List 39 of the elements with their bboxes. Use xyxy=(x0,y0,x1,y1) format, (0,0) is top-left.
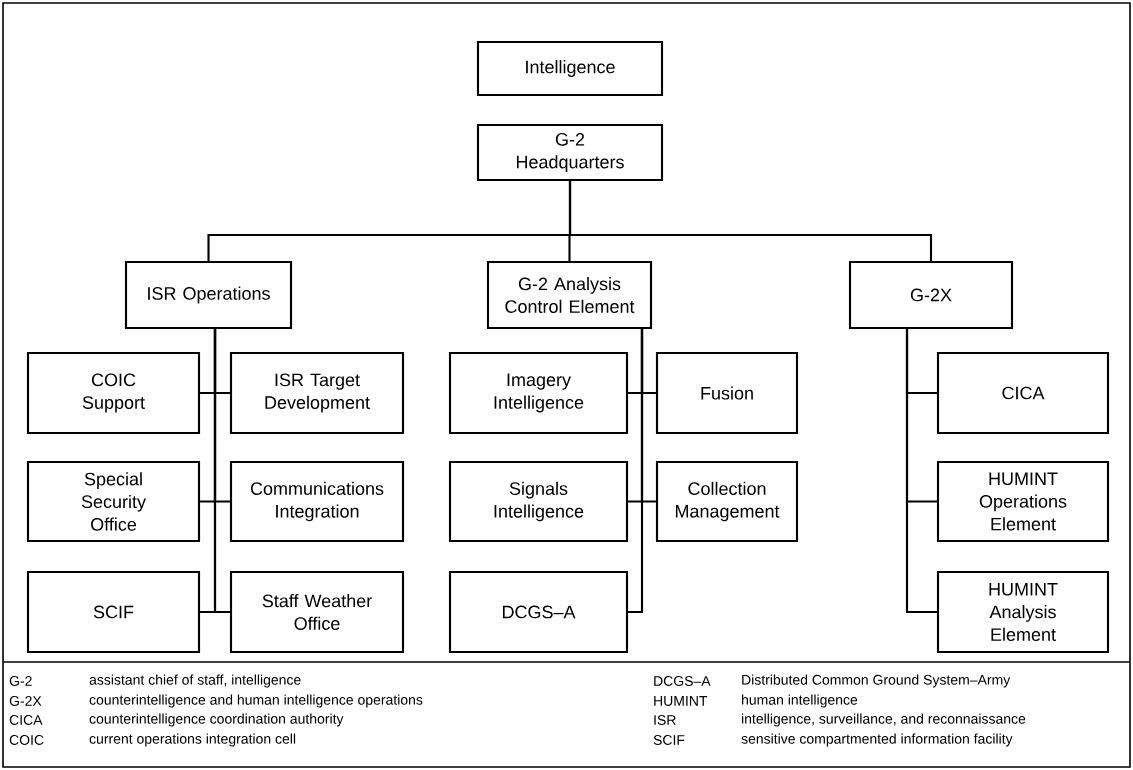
abbreviation: HUMINT xyxy=(654,696,708,706)
org-box: Fusion xyxy=(655,351,799,435)
abbreviation: G-2X xyxy=(9,696,42,706)
definition: counterintelligence and human intelligence operations xyxy=(89,694,423,708)
org-box: Staff Weather Office xyxy=(229,570,405,654)
definition: counterintelligence coordination authority xyxy=(89,713,344,727)
connector-line xyxy=(213,328,230,614)
org-box: Imagery Intelligence xyxy=(448,351,629,435)
connector-line xyxy=(628,328,644,614)
definition: human intelligence xyxy=(742,694,858,708)
org-box: SCIF xyxy=(26,570,201,654)
definition: assistant chief of staff, intelligence xyxy=(89,674,301,688)
org-box: COIC Support xyxy=(26,351,201,435)
definition: intelligence, surveillance, and reconnaissance xyxy=(742,713,1026,727)
definition: Distributed Common Ground System–Army xyxy=(742,674,1011,688)
org-box: G-2 Headquarters xyxy=(476,123,664,182)
org-box: HUMINT Operations Element xyxy=(936,460,1110,543)
definition: current operations integration cell xyxy=(89,733,296,747)
org-box: ISR Target Development xyxy=(229,351,405,435)
org-box: Signals Intelligence xyxy=(448,460,629,543)
org-box: Communications Integration xyxy=(229,460,405,543)
connector-line xyxy=(568,181,933,261)
abbreviation: G-2 xyxy=(9,676,32,686)
org-box: Collection Management xyxy=(655,460,799,543)
org-box: G-2 Analysis Control Element xyxy=(486,260,653,330)
org-box: G-2X xyxy=(848,260,1014,330)
abbreviation: CICA xyxy=(9,715,43,725)
connector-line xyxy=(905,328,937,614)
abbreviation: ISR xyxy=(654,715,676,725)
org-box: Special Security Office xyxy=(26,460,201,543)
abbreviation: COIC xyxy=(9,735,44,745)
org-box: CICA xyxy=(936,351,1110,435)
title-box: Intelligence xyxy=(476,40,664,97)
org-box: ISR Operations xyxy=(124,260,293,330)
org-box: HUMINT Analysis Element xyxy=(936,570,1110,654)
abbreviation: SCIF xyxy=(653,735,685,745)
abbreviation: DCGS–A xyxy=(654,676,711,686)
org-box: DCGS–A xyxy=(448,570,629,654)
definition: sensitive compartmented information facility xyxy=(741,733,1013,747)
